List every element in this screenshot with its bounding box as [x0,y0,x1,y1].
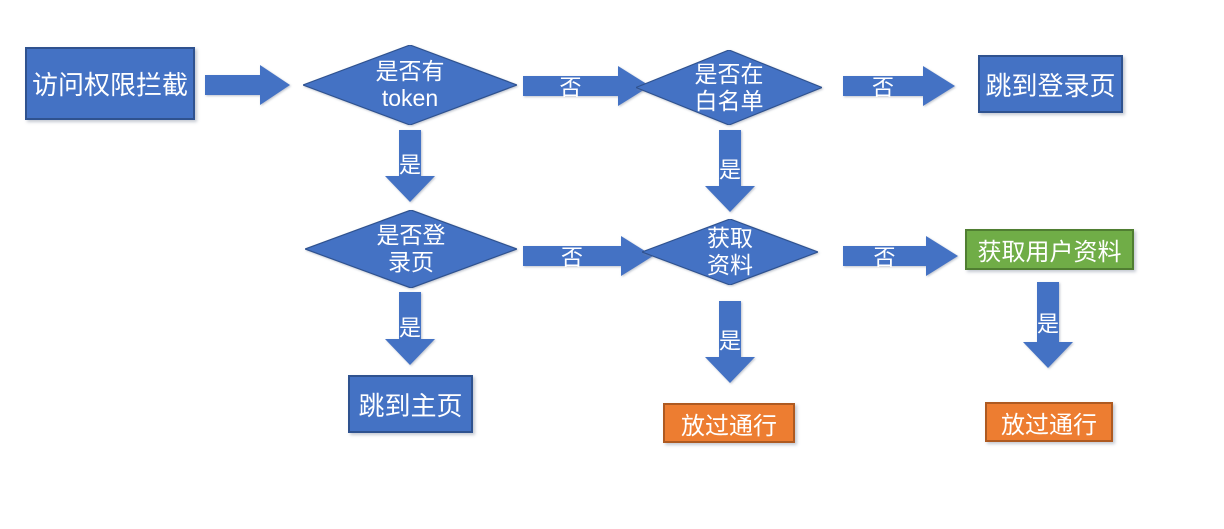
node-has-token-line1: 是否有 [375,58,445,84]
edge-label-yes: 是 [1036,311,1059,337]
node-start-label: 访问权限拦截 [31,70,188,100]
arrow-shape [705,130,755,212]
arrow-start-to-has-token [205,65,290,105]
node-is-login-page-line1: 是否登 [376,222,446,248]
arrow-has-token-no: 否 [523,66,650,106]
edge-label-yes: 是 [398,314,421,340]
edge-label-yes: 是 [718,328,741,354]
diamond-shape [636,50,822,125]
arrow-get-user-profile-yes: 是 [1023,282,1073,368]
edge-label-no: 否 [871,75,894,100]
edge-label-yes: 是 [718,157,741,183]
node-goto-home: 跳到主页 [348,375,473,433]
arrow-shape [843,66,955,106]
arrow-shape [705,301,755,383]
node-get-profile-line2: 资料 [707,252,753,278]
edge-label-no: 否 [560,245,583,270]
node-in-whitelist: 是否在 白名单 [636,50,822,125]
diamond-shape [305,210,517,288]
arrow-is-login-page-yes: 是 [385,292,435,365]
node-has-token-label: 是否有 token [303,45,517,125]
diamond-shape [303,45,517,125]
arrow-is-login-page-no: 否 [523,236,653,276]
arrow-shape [843,236,958,276]
edge-label-yes: 是 [398,152,421,178]
arrow-shape [523,236,653,276]
node-pass-middle: 放过通行 [663,403,795,443]
arrow-shape [523,66,650,106]
node-start: 访问权限拦截 [25,47,195,120]
node-in-whitelist-line2: 白名单 [694,87,764,114]
node-get-user-profile: 获取用户资料 [965,229,1134,270]
node-is-login-page-line2: 录页 [388,249,434,275]
arrow-get-profile-yes: 是 [705,301,755,383]
node-has-token-line2: token [381,85,439,111]
node-get-user-profile-label: 获取用户资料 [977,239,1122,266]
arrow-shape [1023,282,1073,368]
node-pass-right-label: 放过通行 [1001,411,1097,439]
node-in-whitelist-label: 是否在 白名单 [636,50,822,125]
node-has-token: 是否有 token [303,45,517,125]
arrow-in-whitelist-no: 否 [843,66,955,106]
node-is-login-page: 是否登 录页 [305,210,517,288]
node-goto-login: 跳到登录页 [978,55,1123,113]
edge-label-no: 否 [559,75,582,100]
arrow-has-token-yes: 是 [385,130,435,202]
node-pass-right: 放过通行 [985,402,1113,442]
node-get-profile-line1: 获取 [707,225,753,251]
node-get-profile: 获取 资料 [642,219,818,285]
node-in-whitelist-line1: 是否在 [694,60,764,87]
edge-label-no: 否 [873,245,896,270]
node-pass-middle-label: 放过通行 [681,412,777,440]
arrow-in-whitelist-yes: 是 [705,130,755,212]
arrow-get-profile-no: 否 [843,236,958,276]
diamond-shape [642,219,818,285]
node-goto-login-label: 跳到登录页 [985,70,1116,101]
node-get-profile-label: 获取 资料 [642,219,818,285]
node-goto-home-label: 跳到主页 [358,390,463,421]
arrow-shape [385,292,435,365]
node-is-login-page-label: 是否登 录页 [305,210,517,288]
arrow-shape [385,130,435,202]
